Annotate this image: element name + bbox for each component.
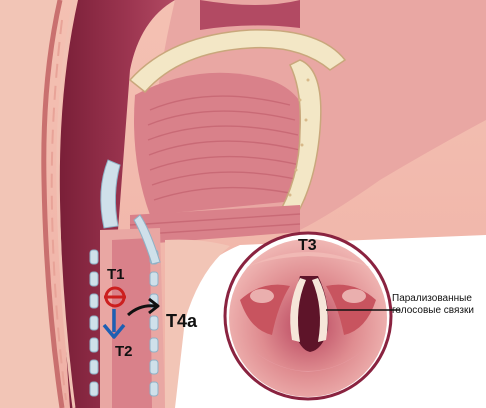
label-t1: T1 [107, 266, 125, 283]
trachea-lumen [112, 238, 152, 408]
inset-highlight-right [342, 289, 366, 303]
tongue-muscle [134, 73, 312, 215]
note-line-2: голосовые связки [392, 305, 484, 317]
note-line-1: Парализованные [392, 293, 484, 305]
label-t3: T3 [298, 237, 317, 255]
paralyzed-vocal-cords-note: Парализованные голосовые связки [392, 293, 484, 317]
label-t2: T2 [115, 343, 133, 360]
inset-highlight-left [250, 289, 274, 303]
label-t4a: T4a [166, 311, 197, 332]
